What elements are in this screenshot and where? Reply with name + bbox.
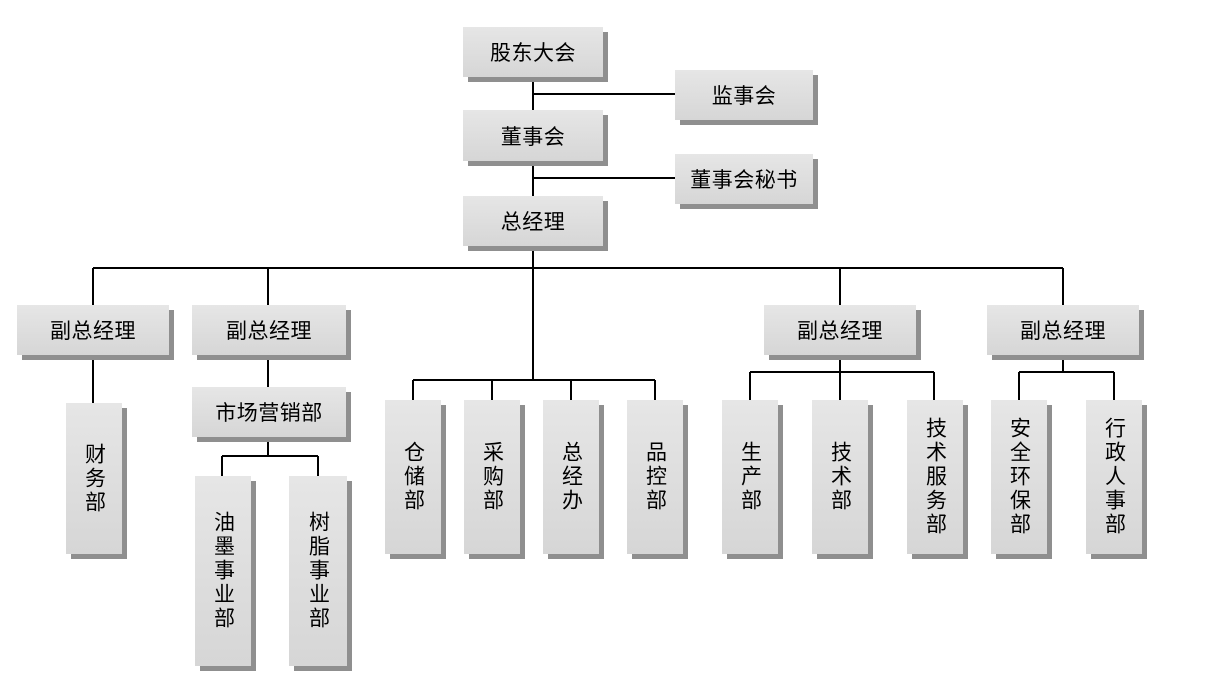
warehouse-department-box: 仓储部 [385,400,441,554]
board-of-directors-label: 董事会 [500,124,566,149]
board-of-directors-box: 董事会 [463,110,603,161]
finance-department-box: 财务部 [66,403,122,554]
supervisory-board-label: 监事会 [711,84,777,108]
gm-office-label: 总经办 [559,441,584,513]
finance-department-label: 财务部 [82,442,107,515]
production-department-box: 生产部 [722,400,778,554]
vice-general-manager-1-label: 副总经理 [50,319,136,343]
technical-service-department-box: 技术服务部 [907,400,963,554]
supervisory-board-box: 监事会 [675,70,813,120]
admin-hr-department-label: 行政人事部 [1102,417,1127,537]
purchasing-department-label: 采购部 [480,441,505,513]
vice-general-manager-4-label: 副总经理 [1020,319,1106,343]
vice-general-manager-3-label: 副总经理 [797,319,883,343]
safety-environment-department-box: 安全环保部 [991,400,1047,554]
ink-division-label: 油墨事业部 [211,511,236,631]
resin-division-box: 树脂事业部 [289,476,347,666]
ink-division-box: 油墨事业部 [195,476,251,666]
marketing-department-box: 市场营销部 [192,387,346,437]
board-secretary-box: 董事会秘书 [675,154,813,204]
technology-department-label: 技术部 [828,441,853,513]
shareholders-meeting-label: 股东大会 [490,41,576,65]
admin-hr-department-box: 行政人事部 [1086,400,1142,554]
resin-division-label: 树脂事业部 [306,511,331,631]
vice-general-manager-3-box: 副总经理 [764,305,916,355]
vice-general-manager-2-label: 副总经理 [226,319,312,343]
general-manager-box: 总经理 [463,196,603,246]
gm-office-box: 总经办 [543,400,599,554]
marketing-department-label: 市场营销部 [215,401,323,425]
technical-service-department-label: 技术服务部 [923,417,948,537]
purchasing-department-box: 采购部 [464,400,520,554]
board-secretary-label: 董事会秘书 [690,168,798,192]
shareholders-meeting-box: 股东大会 [463,27,603,77]
production-department-label: 生产部 [738,441,763,513]
vice-general-manager-4-box: 副总经理 [987,305,1139,355]
warehouse-department-label: 仓储部 [401,441,426,513]
safety-environment-department-label: 安全环保部 [1007,417,1032,537]
quality-control-department-box: 品控部 [627,400,683,554]
vice-general-manager-1-box: 副总经理 [17,305,169,355]
general-manager-label: 总经理 [500,210,566,234]
quality-control-department-label: 品控部 [643,441,668,513]
technology-department-box: 技术部 [812,400,868,554]
vice-general-manager-2-box: 副总经理 [192,305,346,355]
